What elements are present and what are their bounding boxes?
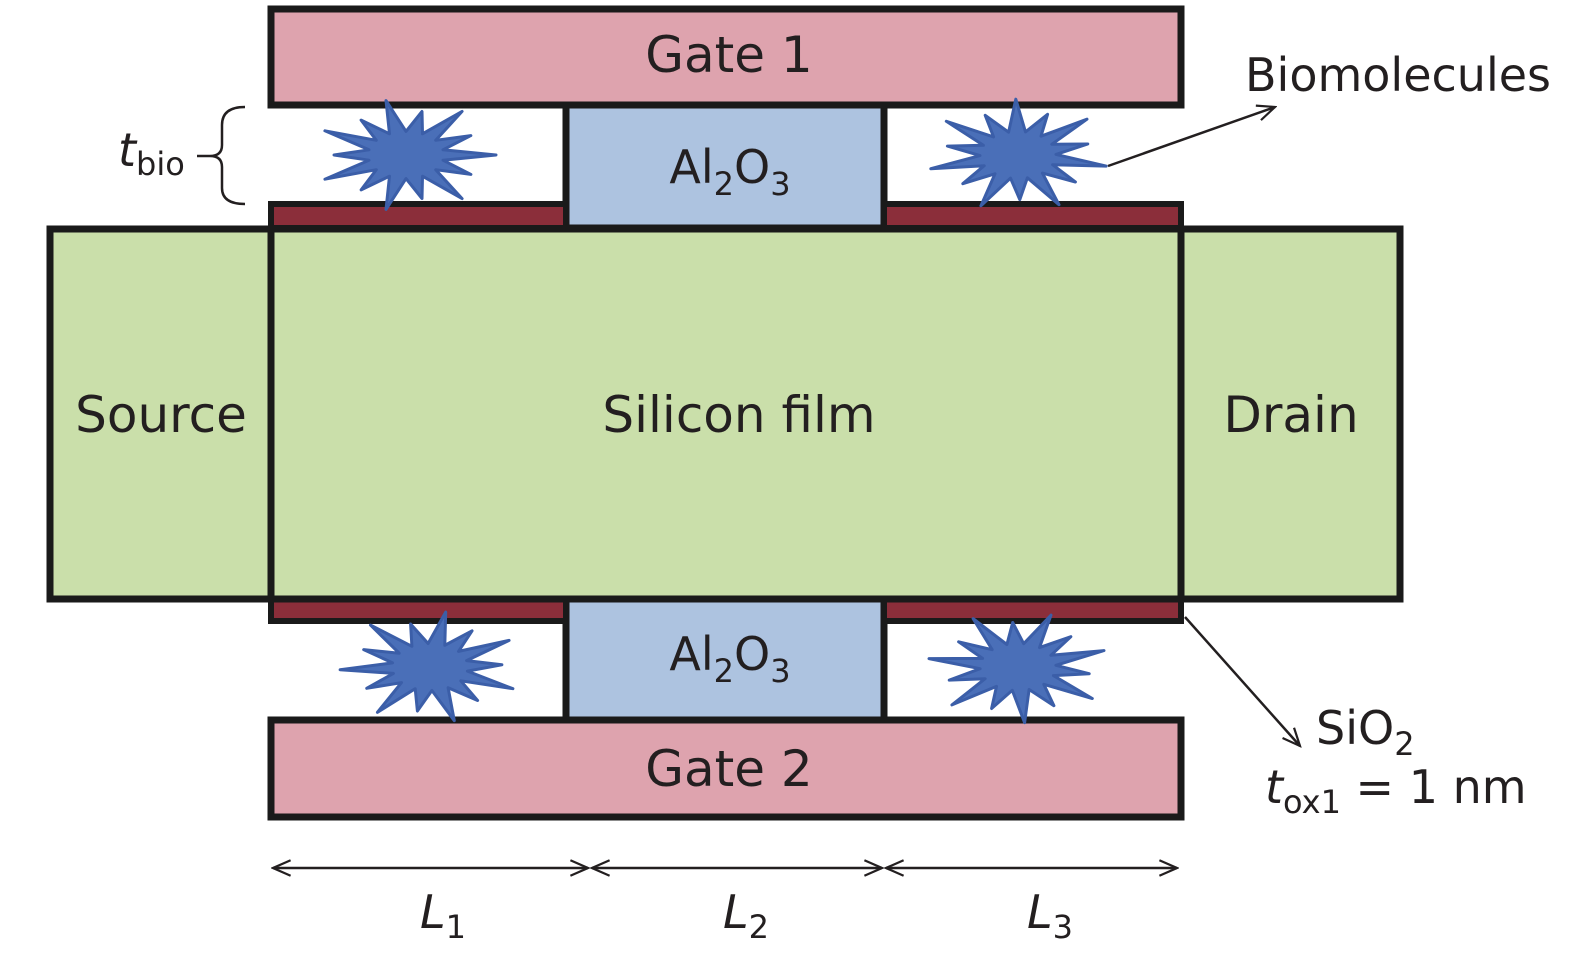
L2-label: L2 — [723, 885, 769, 946]
drain-label: Drain — [1223, 386, 1358, 444]
L3-label: L3 — [1027, 885, 1073, 946]
source-label: Source — [75, 386, 247, 444]
tbio-brace — [209, 105, 246, 206]
biomolecules-label: Biomolecules — [1245, 48, 1551, 102]
sio2-arrow — [1184, 616, 1300, 746]
biomolecules-group — [323, 97, 1108, 725]
silicon-film-label: Silicon film — [602, 386, 875, 444]
sio2-top-left — [268, 201, 569, 231]
drain-region — [1177, 225, 1404, 603]
L1-label: L1 — [420, 885, 466, 946]
gate-2-label: Gate 2 — [645, 740, 812, 798]
gate-1-label: Gate 1 — [645, 26, 812, 84]
source-region — [46, 225, 275, 603]
sio2-label: SiO2 — [1316, 701, 1415, 763]
biomolecules-arrow — [1107, 107, 1275, 168]
biomolecule-bottom-right — [927, 613, 1106, 725]
biomolecule-top-left — [323, 99, 498, 211]
biomolecule-top-right — [929, 97, 1108, 208]
gate-2 — [267, 716, 1185, 821]
al2o3-top-label: Al2O3 — [669, 140, 790, 203]
biomolecule-bottom-left — [338, 610, 515, 723]
tbio-label: tbio — [118, 123, 185, 183]
tox-label: tox1 = 1 nm — [1265, 760, 1527, 821]
sio2-top-right — [881, 201, 1184, 231]
al2o3-bottom-label: Al2O3 — [669, 627, 790, 690]
silicon-film — [267, 225, 1185, 603]
